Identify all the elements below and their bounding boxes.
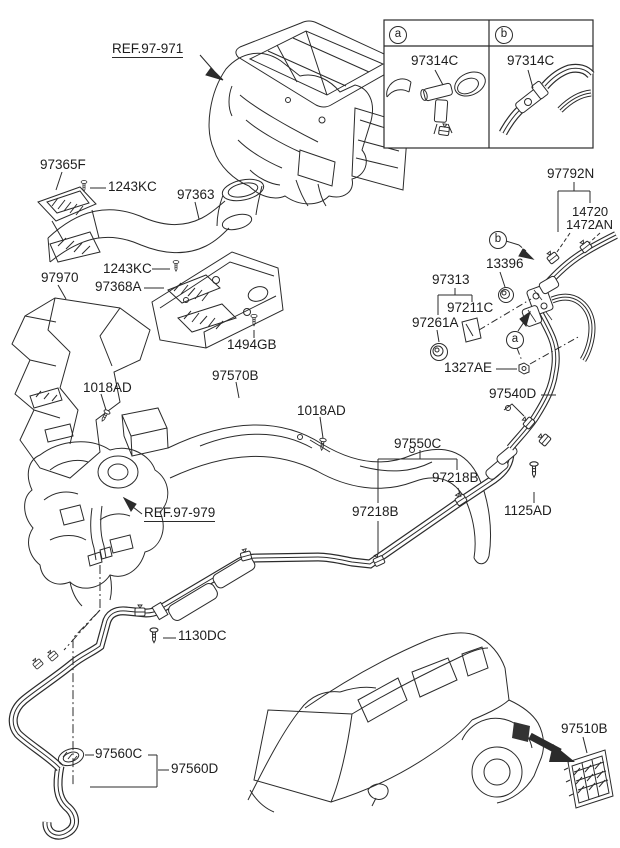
part-label-1494gb: 1494GB	[227, 337, 277, 352]
part-label-97365f: 97365F	[40, 157, 86, 172]
part-label-1327ae: 1327AE	[444, 360, 493, 375]
inset-view-b-badge: b	[495, 26, 513, 44]
part-label-97550c: 97550C	[394, 436, 442, 451]
inset-view-a-badge: a	[389, 26, 407, 44]
part-label-1125ad: 1125AD	[504, 503, 552, 518]
part-label-97218b-left: 97218B	[352, 504, 399, 519]
inset-view-box	[383, 19, 594, 149]
part-label-97218b-right: 97218B	[432, 470, 479, 485]
callout-b-badge: b	[489, 231, 507, 249]
part-label-97363: 97363	[177, 187, 215, 202]
vehicle-drawing	[247, 632, 544, 813]
part-label-1243kc-a: 1243KC	[108, 179, 157, 194]
part-label-97211c: 97211C	[447, 300, 494, 315]
small-parts-drawing	[57, 180, 539, 767]
inset-part-label-97314c-a: 97314C	[411, 53, 459, 68]
side-duct-97970-drawing	[11, 297, 151, 479]
inset-view-a-drawing	[386, 71, 486, 137]
part-label-97970: 97970	[41, 270, 79, 285]
part-label-1472an: 1472AN	[566, 217, 613, 232]
ref-front-unit-label: REF.97-971	[112, 41, 184, 58]
heater-pipe-run-drawing	[8, 445, 518, 840]
part-label-97792n: 97792N	[547, 166, 595, 181]
leader-lines	[55, 54, 601, 788]
front-heater-unit-drawing	[208, 20, 409, 207]
part-label-97560c: 97560C	[95, 746, 143, 761]
part-label-97560d: 97560D	[171, 761, 219, 776]
part-label-1243kc-b: 1243KC	[103, 261, 152, 276]
ref-rear-unit-label: REF.97-979	[144, 505, 216, 522]
part-label-1018ad-a: 1018AD	[83, 380, 132, 395]
part-label-97261a: 97261A	[412, 315, 459, 330]
inset-view-b-drawing	[499, 63, 595, 136]
part-label-14720: 14720	[572, 204, 609, 219]
rear-duct-97570b-drawing	[121, 407, 492, 565]
main-duct-97363-drawing	[47, 178, 284, 349]
callout-a-badge: a	[506, 331, 524, 349]
part-label-97510b: 97510B	[561, 721, 608, 736]
part-label-1130dc: 1130DC	[178, 628, 227, 643]
part-label-1018ad-b: 1018AD	[297, 403, 346, 418]
side-vent-97365f-drawing	[37, 186, 100, 241]
rear-unit-drawing	[24, 441, 169, 607]
part-label-97368a: 97368A	[95, 279, 142, 294]
part-label-13396: 13396	[486, 256, 524, 271]
vent-grille-97510b-drawing	[528, 732, 614, 809]
part-label-97540d: 97540D	[489, 386, 537, 401]
inset-part-label-97314c-b: 97314C	[507, 53, 555, 68]
part-label-97570b: 97570B	[212, 368, 259, 383]
part-label-97313: 97313	[432, 272, 470, 287]
